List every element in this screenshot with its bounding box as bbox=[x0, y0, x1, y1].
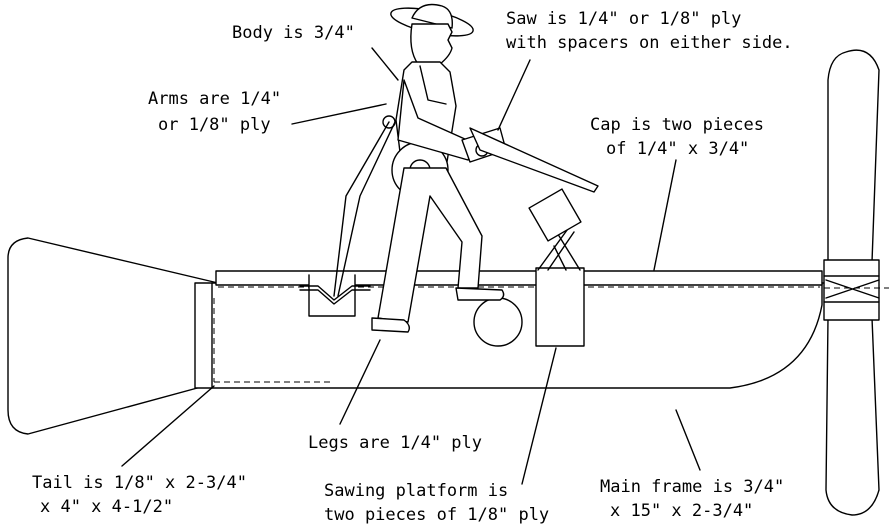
label-tail-line2: x 4" x 4-1/2" bbox=[40, 497, 173, 517]
leader-lines bbox=[121, 47, 701, 485]
propeller bbox=[823, 49, 889, 516]
crank-slot bbox=[308, 274, 356, 317]
leg-wheel bbox=[473, 297, 523, 347]
label-frame-line2: x 15" x 2-3/4" bbox=[610, 501, 753, 521]
saw-blade bbox=[469, 127, 599, 193]
label-tail-line1: Tail is 1/8" x 2-3/4" bbox=[32, 473, 247, 493]
label-cap-line1: Cap is two pieces bbox=[590, 115, 764, 135]
label-saw-line2: with spacers on either side. bbox=[506, 33, 793, 53]
label-cap-line2: of 1/4" x 3/4" bbox=[606, 139, 749, 159]
label-platform-line2: two pieces of 1/8" ply bbox=[324, 505, 549, 525]
sawing-platform bbox=[528, 188, 585, 347]
label-frame-line1: Main frame is 3/4" bbox=[600, 477, 784, 497]
cap bbox=[215, 270, 825, 288]
label-platform-line1: Sawing platform is bbox=[324, 481, 508, 501]
label-arms-line2: or 1/8" ply bbox=[158, 115, 271, 135]
tail-piece bbox=[7, 237, 219, 435]
sawyer-figure bbox=[333, 3, 507, 333]
label-body: Body is 3/4" bbox=[232, 23, 355, 43]
label-legs: Legs are 1/4" ply bbox=[308, 433, 482, 453]
labels: Body is 3/4" Saw is 1/4" or 1/8" ply wit… bbox=[32, 9, 793, 525]
label-saw-line1: Saw is 1/4" or 1/8" ply bbox=[506, 9, 741, 29]
label-arms-line1: Arms are 1/4" bbox=[148, 89, 281, 109]
